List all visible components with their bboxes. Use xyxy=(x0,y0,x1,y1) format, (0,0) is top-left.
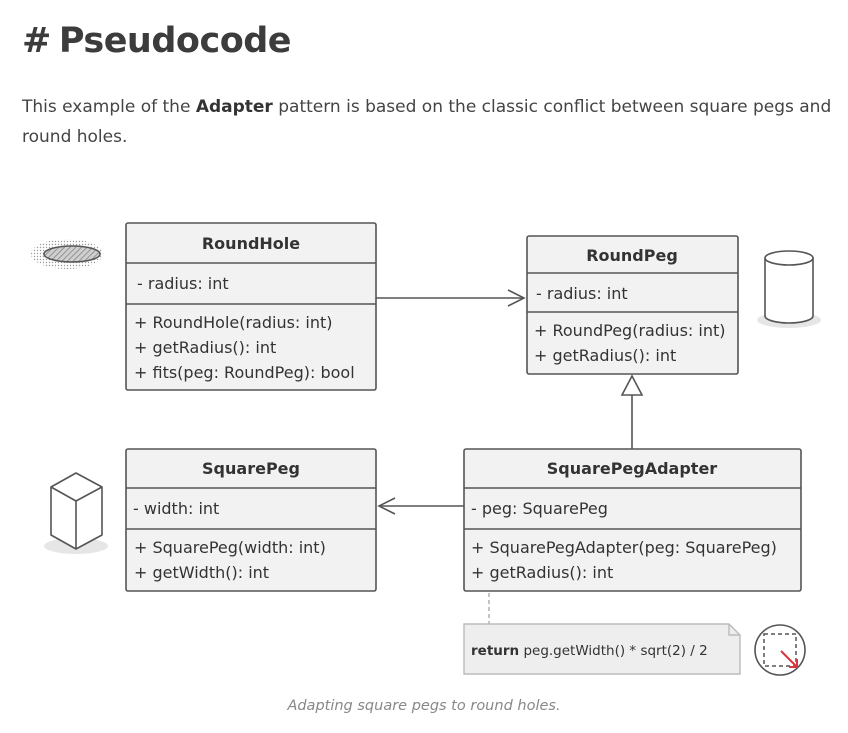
association-arrow-adapter-squarepeg xyxy=(377,497,464,515)
method-round-peg-constructor: + RoundPeg(radius: int) xyxy=(534,321,725,340)
round-peg-cylinder-icon xyxy=(757,250,821,328)
intro-paragraph: This example of the Adapter pattern is b… xyxy=(22,92,832,152)
class-name-square-peg: SquarePeg xyxy=(202,459,300,478)
intro-before: This example of the xyxy=(22,97,196,117)
field-round-peg-radius: - radius: int xyxy=(536,284,628,303)
method-round-hole-fits: + fits(peg: RoundPeg): bool xyxy=(134,363,355,382)
intro-after: pattern is based on the classic conflict… xyxy=(22,97,832,147)
method-round-peg-get-radius: + getRadius(): int xyxy=(534,346,676,365)
field-square-peg-adapter-peg: - peg: SquarePeg xyxy=(471,499,608,518)
intro-emphasis: Adapter xyxy=(195,97,273,117)
method-square-peg-get-width: + getWidth(): int xyxy=(134,563,269,582)
note-keyword: return xyxy=(471,643,519,659)
class-round-hole: RoundHole - radius: int + RoundHole(radi… xyxy=(125,222,377,391)
field-round-hole-radius: - radius: int xyxy=(137,274,229,293)
page-title: #Pseudocode xyxy=(22,18,292,64)
class-square-peg: SquarePeg - width: int + SquarePeg(width… xyxy=(125,448,377,592)
note-expression: peg.getWidth() * sqrt(2) / 2 xyxy=(519,643,708,659)
square-peg-cube-icon xyxy=(44,472,108,554)
method-square-peg-adapter-constructor: + SquarePegAdapter(peg: SquarePeg) xyxy=(471,538,777,557)
heading-hash: # xyxy=(22,21,51,61)
field-square-peg-width: - width: int xyxy=(133,499,219,518)
method-round-hole-get-radius: + getRadius(): int xyxy=(134,338,276,357)
figure-caption: Adapting square pegs to round holes. xyxy=(287,698,561,714)
class-name-round-hole: RoundHole xyxy=(202,234,300,253)
round-hole-icon xyxy=(31,239,103,269)
code-note: return peg.getWidth() * sqrt(2) / 2 xyxy=(463,623,741,675)
class-square-peg-adapter: SquarePegAdapter - peg: SquarePeg + Squa… xyxy=(463,448,802,592)
association-arrow-roundhole-roundpeg xyxy=(376,289,526,307)
method-round-hole-constructor: + RoundHole(radius: int) xyxy=(134,313,333,332)
note-code: return peg.getWidth() * sqrt(2) / 2 xyxy=(471,643,708,659)
class-round-peg: RoundPeg - radius: int + RoundPeg(radius… xyxy=(526,235,739,375)
adapter-icon xyxy=(754,624,806,676)
method-square-peg-constructor: + SquarePeg(width: int) xyxy=(134,538,326,557)
class-name-round-peg: RoundPeg xyxy=(586,246,678,265)
method-square-peg-adapter-get-radius: + getRadius(): int xyxy=(471,563,613,582)
inheritance-arrow-adapter-roundpeg xyxy=(620,374,644,449)
heading-text: Pseudocode xyxy=(58,21,292,61)
class-name-square-peg-adapter: SquarePegAdapter xyxy=(547,459,718,478)
